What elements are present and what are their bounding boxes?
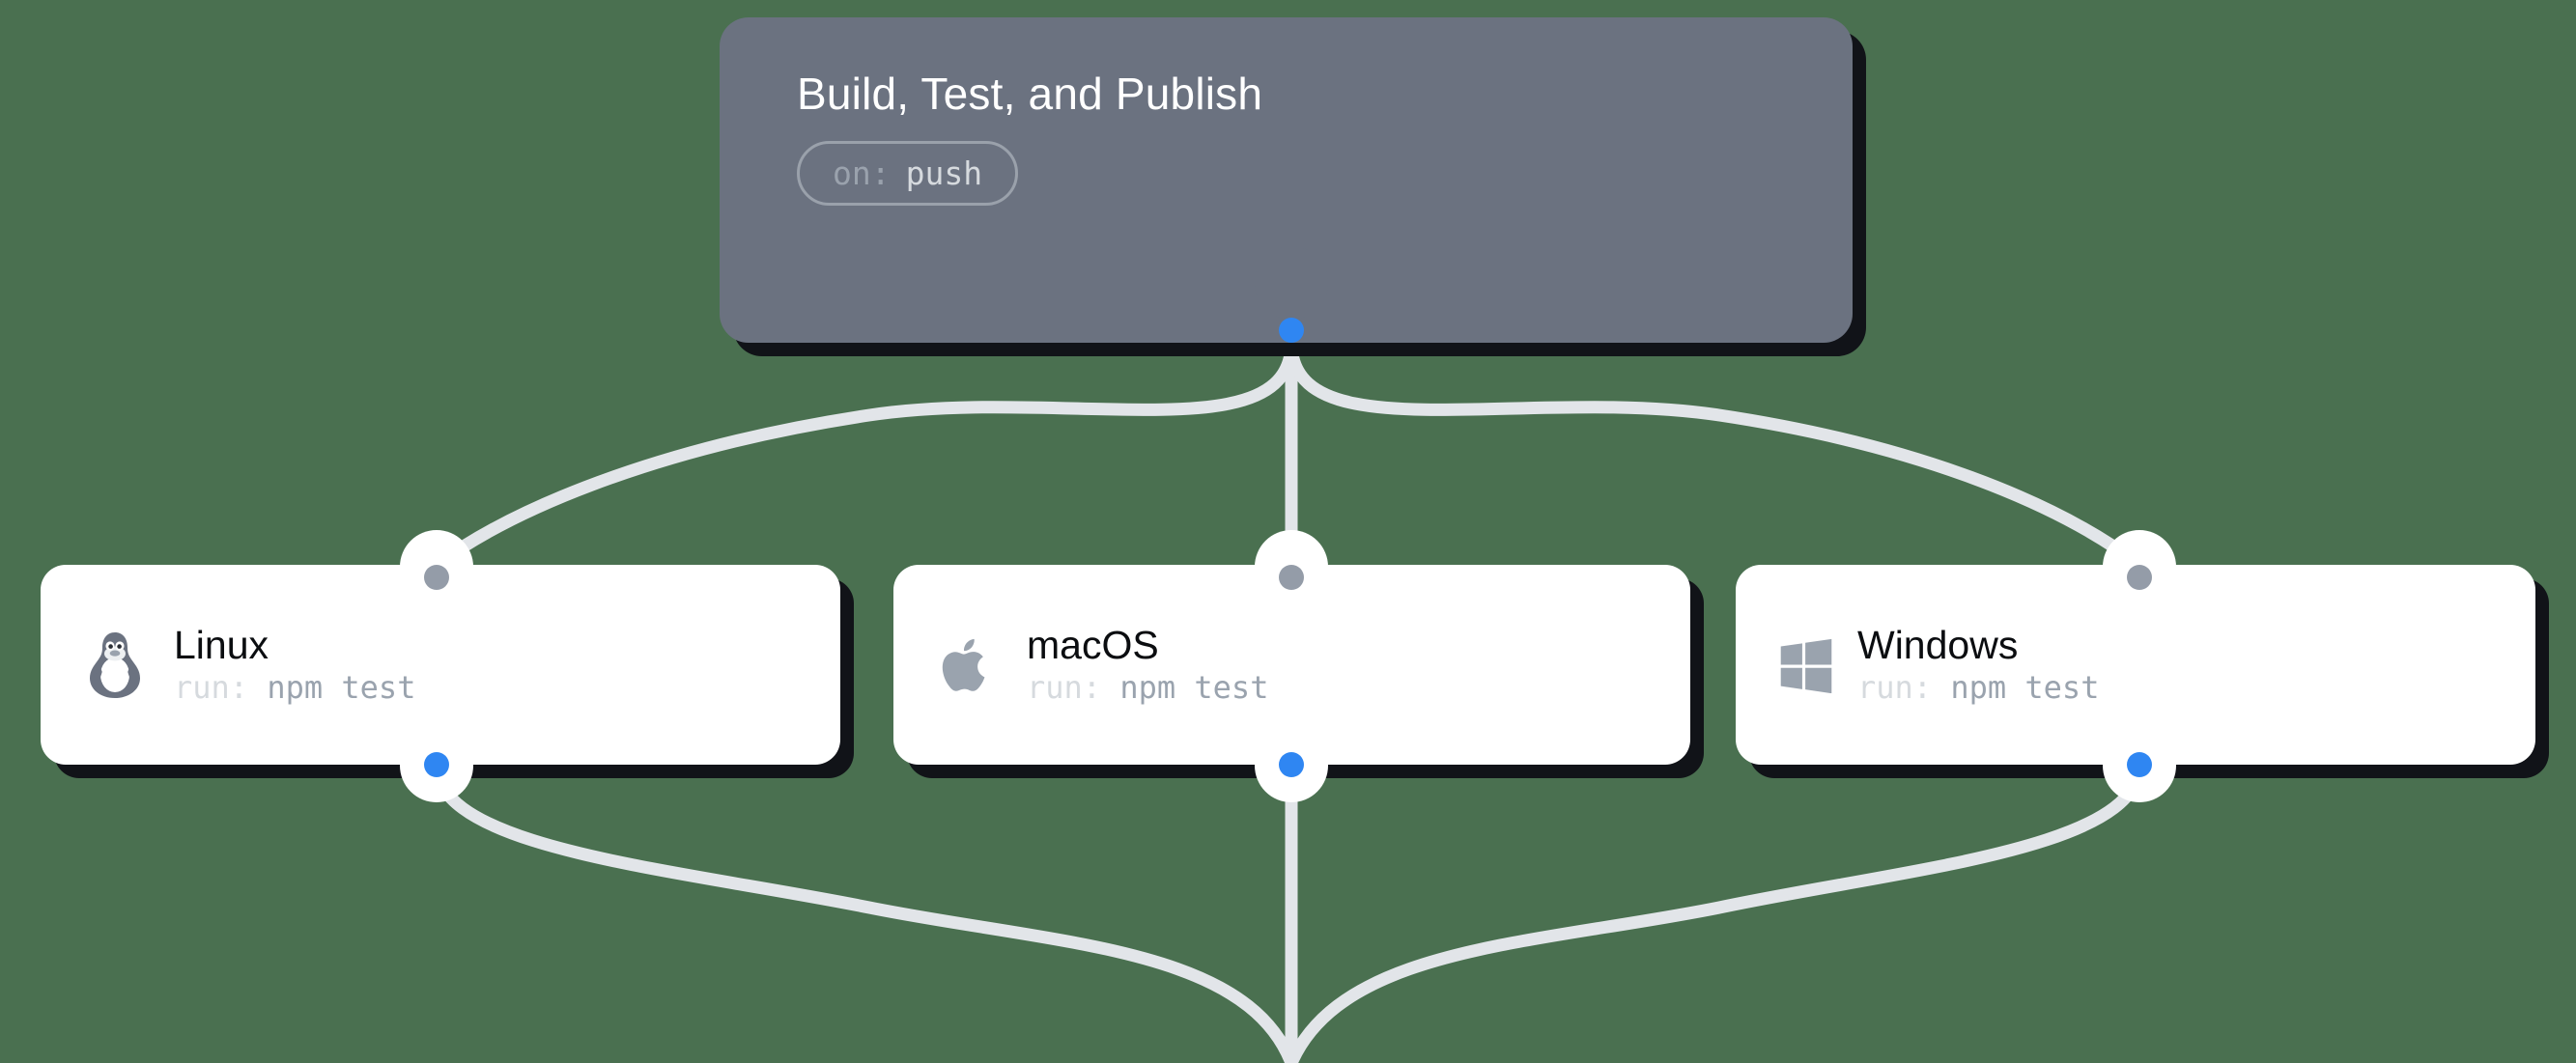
windows-source-handle[interactable]: [2127, 752, 2152, 777]
job-run-value-windows: npm test: [1950, 669, 2100, 707]
job-run-value-macos: npm test: [1119, 669, 1269, 707]
job-run-key-windows: run:: [1857, 669, 1933, 707]
trigger-event-value: push: [905, 154, 983, 192]
job-title-windows: Windows: [1857, 623, 2019, 668]
linux-source-handle[interactable]: [424, 752, 449, 777]
job-text-macos: macOS run: npm test: [1027, 625, 1268, 705]
job-run-key-macos: run:: [1027, 669, 1102, 707]
trigger-event-key: on:: [833, 154, 891, 192]
job-run-windows: run: npm test: [1857, 669, 2100, 707]
trigger-source-handle[interactable]: [1279, 318, 1304, 343]
job-title-macos: macOS: [1027, 623, 1159, 668]
job-title-linux: Linux: [174, 623, 269, 668]
workflow-title: Build, Test, and Publish: [797, 69, 1263, 119]
edge-linux-to-publish: [430, 758, 1298, 1063]
trigger-handle-notch: [1255, 246, 1328, 320]
edge-windows-to-publish: [1285, 758, 2146, 1063]
job-text-windows: Windows run: npm test: [1857, 625, 2099, 705]
job-run-value-linux: npm test: [267, 669, 416, 707]
job-run-key-linux: run:: [174, 669, 249, 707]
trigger-event-badge[interactable]: on: push: [797, 141, 1019, 206]
macos-source-handle[interactable]: [1279, 752, 1304, 777]
edge-trigger-to-linux: [430, 336, 1298, 572]
macos-target-handle[interactable]: [1279, 565, 1304, 590]
windows-target-handle[interactable]: [2127, 565, 2152, 590]
apple-icon: [934, 629, 1002, 701]
job-run-macos: run: npm test: [1027, 669, 1269, 707]
job-run-linux: run: npm test: [174, 669, 416, 707]
job-text-linux: Linux run: npm test: [174, 625, 415, 705]
linux-target-handle[interactable]: [424, 565, 449, 590]
edge-trigger-to-windows: [1285, 336, 2146, 572]
linux-penguin-icon: [81, 629, 149, 701]
windows-icon: [1772, 629, 1840, 701]
